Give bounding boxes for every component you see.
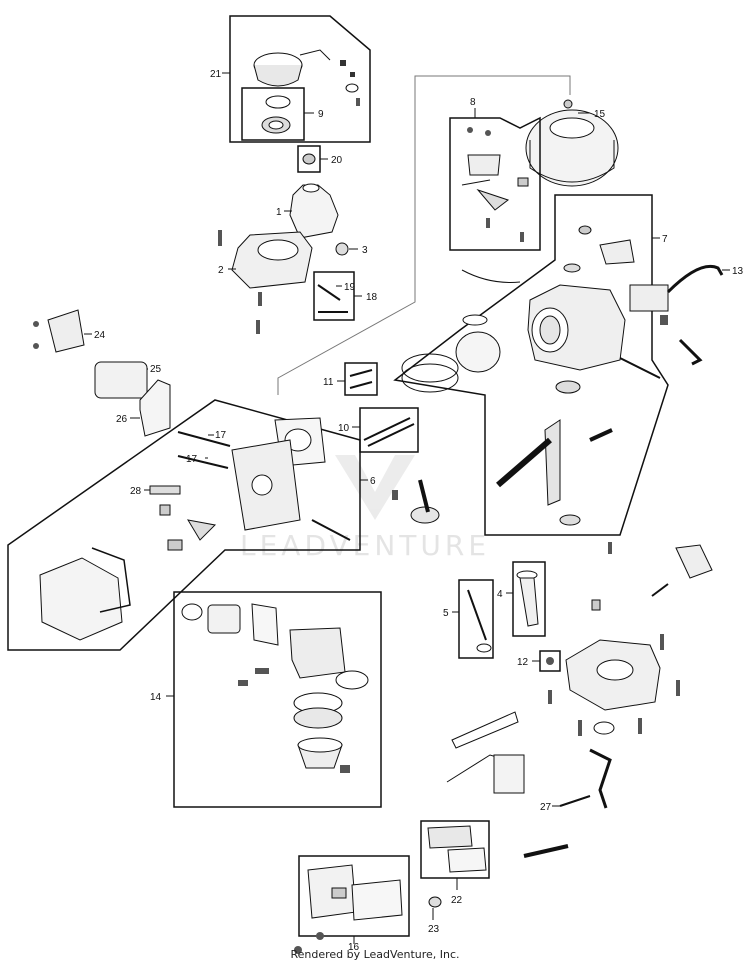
camshaft: [392, 479, 440, 524]
muffler-parts: [33, 309, 171, 437]
callout-4: 4: [497, 589, 503, 600]
callout-25: 25: [150, 364, 162, 375]
callout-13: 13: [732, 266, 744, 277]
linkage-parts: [446, 711, 612, 858]
flywheel: [525, 99, 619, 187]
cylinder-block: [401, 225, 661, 526]
blower-housing-parts: [218, 183, 349, 334]
callout-7: 7: [662, 234, 668, 245]
part-box-22: [420, 820, 490, 879]
carburetor-parts: [181, 603, 369, 773]
callout-19: 19: [344, 282, 356, 293]
callout-22: 22: [451, 895, 463, 906]
part-box-14: [173, 591, 382, 808]
callout-6: 6: [370, 476, 376, 487]
footer-credit: Rendered by LeadVenture, Inc.: [290, 948, 460, 961]
callout-28: 28: [130, 486, 142, 497]
callout-20: 20: [331, 155, 343, 166]
ignition-coil: [629, 265, 724, 366]
callout-14: 14: [150, 692, 162, 703]
part-23: [428, 896, 442, 908]
callout-2: 2: [218, 265, 224, 276]
crankcase-cover: [548, 542, 713, 736]
callout-9: 9: [318, 109, 324, 120]
callout-10: 10: [338, 423, 350, 434]
callout-8: 8: [470, 97, 476, 108]
callout-15: 15: [594, 109, 606, 120]
svg-text:LEADVENTURE: LEADVENTURE: [240, 529, 490, 562]
callout-1: 1: [276, 207, 282, 218]
callout-24: 24: [94, 330, 106, 341]
callout-26: 26: [116, 414, 128, 425]
callout-5: 5: [443, 608, 449, 619]
callout-16: 16: [348, 942, 360, 953]
part-box-6: [7, 399, 361, 651]
part-box-11: [344, 362, 378, 396]
part-box-10: [359, 407, 419, 453]
recoil-starter-group: [229, 15, 371, 143]
callout-11: 11: [323, 377, 334, 388]
callout-27: 27: [540, 802, 552, 813]
callout-17b: 17: [186, 454, 198, 465]
callout-18: 18: [366, 292, 378, 303]
callout-17a: 17: [215, 430, 227, 441]
callout-21: 21: [210, 69, 222, 80]
cylinder-head-parts: [39, 417, 351, 641]
callout-12: 12: [517, 657, 529, 668]
part-box-8: [449, 116, 541, 251]
callout-3: 3: [362, 245, 368, 256]
part-box-5: [458, 579, 494, 659]
part-box-4: [512, 561, 546, 637]
watermark: LEADVENTURE: [240, 455, 490, 562]
callout-23: 23: [428, 924, 440, 935]
